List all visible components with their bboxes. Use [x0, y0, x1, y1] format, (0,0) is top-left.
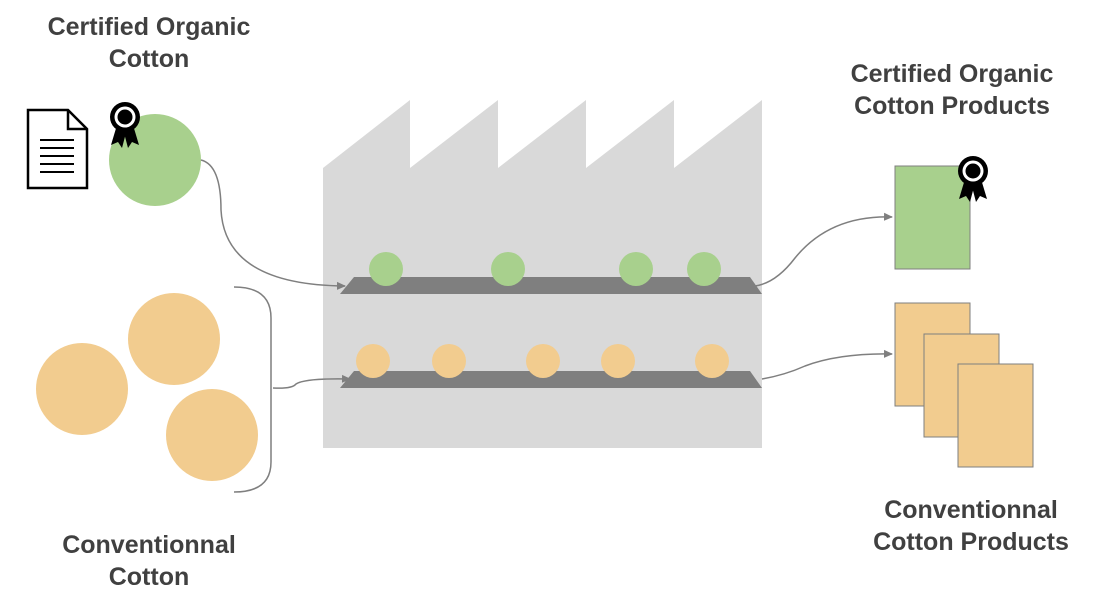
grouping-bracket: [233, 286, 272, 493]
conventional-ball: [356, 344, 390, 378]
connector-conventional-in: [272, 374, 351, 389]
conventional-ball: [526, 344, 560, 378]
connector-organic-out: [754, 212, 893, 287]
conventional-cotton-ball: [36, 343, 128, 435]
award-ribbon-icon: [110, 102, 140, 148]
document-icon: [26, 108, 89, 190]
label-certified-organic-cotton: Certified Organic Cotton: [20, 11, 278, 75]
conventional-cotton-input: [36, 293, 258, 481]
organic-ball: [687, 252, 721, 286]
label-line: Conventionnal: [62, 531, 236, 559]
conventional-product: [957, 363, 1034, 468]
conventional-cotton-on-belt: [356, 344, 729, 378]
conventional-ball: [432, 344, 466, 378]
label-line: Certified Organic: [47, 13, 251, 41]
label-line: Certified Organic: [850, 60, 1054, 88]
conveyor-belt-organic: [340, 277, 762, 294]
organic-cotton-on-belt: [369, 252, 721, 286]
label-line: Cotton Products: [873, 528, 1069, 556]
organic-ball: [619, 252, 653, 286]
label-line: Cotton: [108, 45, 190, 73]
organic-ball: [369, 252, 403, 286]
conventional-cotton-ball: [166, 389, 258, 481]
connector-conventional-out: [761, 349, 893, 380]
label-conventional-cotton: Conventionnal Cotton: [20, 529, 278, 593]
conventional-products: [894, 302, 1034, 468]
conventional-ball: [695, 344, 729, 378]
organic-ball: [491, 252, 525, 286]
conventional-ball: [601, 344, 635, 378]
label-certified-organic-products: Certified Organic Cotton Products: [822, 58, 1082, 122]
award-ribbon-icon: [958, 156, 988, 202]
label-line: Conventionnal: [884, 496, 1058, 524]
label-line: Cotton: [108, 563, 190, 591]
organic-product: [894, 165, 971, 270]
conventional-cotton-ball: [128, 293, 220, 385]
connector-organic-in: [200, 159, 346, 290]
label-line: Cotton Products: [854, 92, 1050, 120]
label-conventional-products: Conventionnal Cotton Products: [840, 494, 1098, 558]
